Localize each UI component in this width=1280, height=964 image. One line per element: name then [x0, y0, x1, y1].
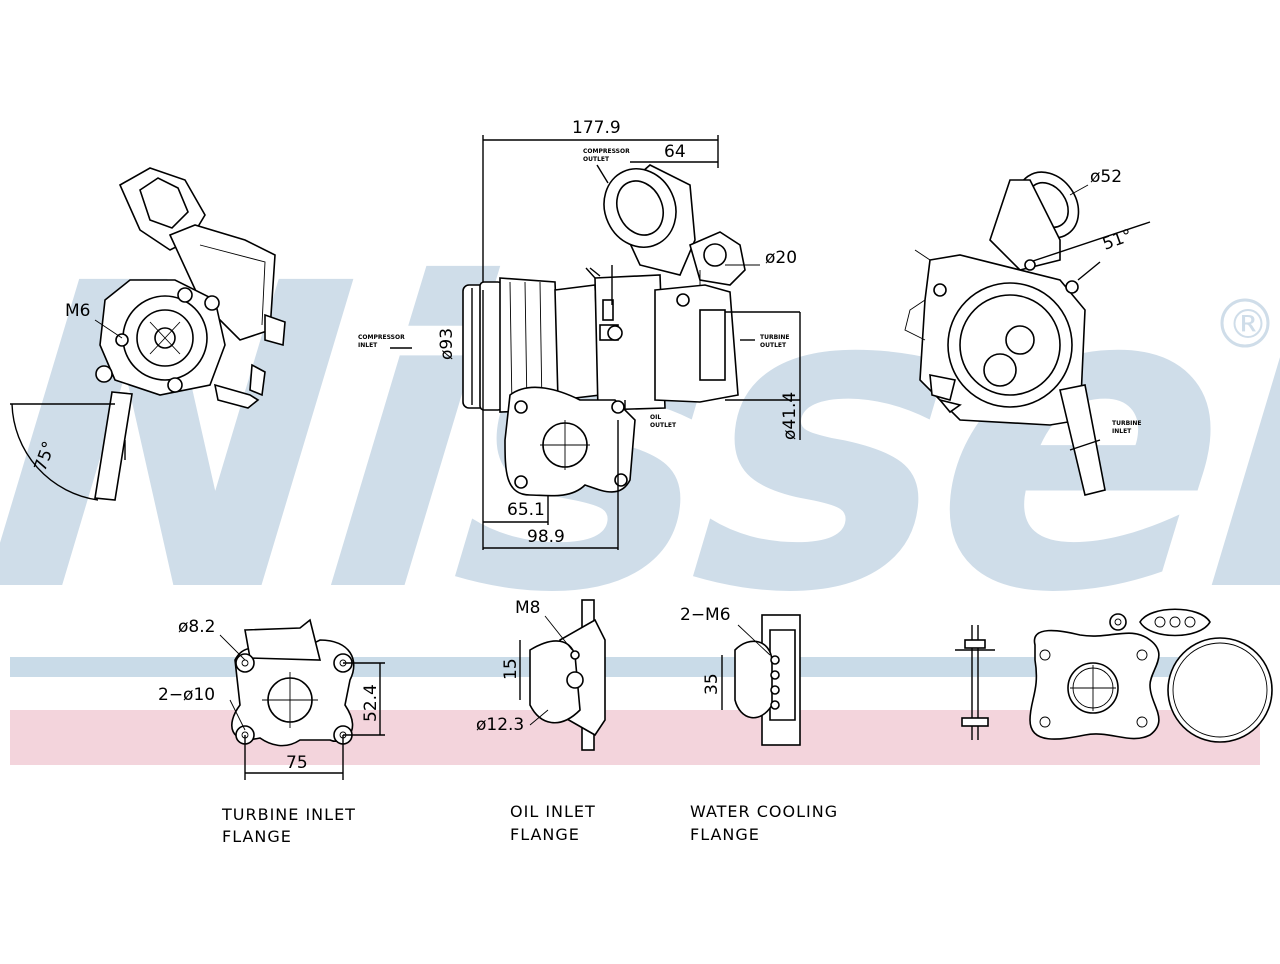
dim-d8-2: ø8.2: [178, 617, 215, 637]
turbo-center-view: 177.9 64 COMPRESSOR OUTLET ø20 ø93: [358, 118, 801, 550]
registered-mark: ®: [1228, 302, 1268, 348]
label-turbine-inlet-1: TURBINE: [1112, 420, 1142, 427]
turbo-left-view: 75° M6: [10, 167, 286, 501]
label-turbine-outlet-1: TURBINE: [760, 334, 790, 341]
dim-64: 64: [664, 142, 686, 162]
dim-d12-3: ø12.3: [476, 715, 524, 735]
caption-turbine-inlet-2: FLANGE: [222, 827, 292, 846]
dim-2xm6: 2−M6: [680, 605, 731, 625]
label-oil-outlet-2: OUTLET: [650, 422, 677, 429]
caption-water-cooling-2: FLANGE: [690, 825, 760, 844]
caption-oil-inlet-2: FLANGE: [510, 825, 580, 844]
dim-d93: ø93: [437, 328, 457, 360]
label-turbine-inlet-2: INLET: [1112, 428, 1132, 435]
label-turbine-outlet-2: OUTLET: [760, 342, 787, 349]
flange-captions: TURBINE INLET FLANGE OIL INLET FLANGE WA…: [221, 802, 838, 846]
dim-52-4: 52.4: [361, 684, 381, 722]
dim-d20: ø20: [765, 248, 797, 268]
caption-water-cooling-1: WATER COOLING: [690, 802, 838, 821]
turbine-inlet-flange-detail: 75 52.4 ø8.2 2−ø10: [158, 617, 385, 780]
dim-65-1: 65.1: [507, 500, 545, 520]
caption-oil-inlet-1: OIL INLET: [510, 802, 596, 821]
label-compressor-outlet-1: COMPRESSOR: [583, 148, 630, 155]
label-compressor-inlet-1: COMPRESSOR: [358, 334, 405, 341]
oil-inlet-flange-detail: M8 15 ø12.3: [476, 598, 606, 751]
turbo-right-view: ø52 51° TURBINE INLET: [904, 167, 1151, 496]
dim-98-9: 98.9: [527, 527, 565, 547]
dim-d52: ø52: [1090, 167, 1122, 187]
dim-m6-left: M6: [65, 301, 90, 321]
dim-177-9: 177.9: [572, 118, 621, 138]
caption-turbine-inlet-1: TURBINE INLET: [221, 805, 356, 824]
dim-15: 15: [501, 658, 521, 680]
label-oil-outlet-1: OIL: [650, 414, 661, 421]
accessories: [955, 608, 1273, 743]
label-compressor-inlet-2: INLET: [358, 342, 378, 349]
label-compressor-outlet-2: OUTLET: [583, 156, 610, 163]
dim-2x10: 2−ø10: [158, 685, 215, 705]
dim-35: 35: [702, 673, 722, 695]
water-cooling-flange-detail: 2−M6 35: [680, 605, 801, 746]
registered-mark-circle: [1220, 298, 1270, 348]
dim-75: 75: [286, 753, 308, 773]
dim-d41-4: ø41.4: [780, 392, 800, 440]
dim-m8: M8: [515, 598, 540, 618]
